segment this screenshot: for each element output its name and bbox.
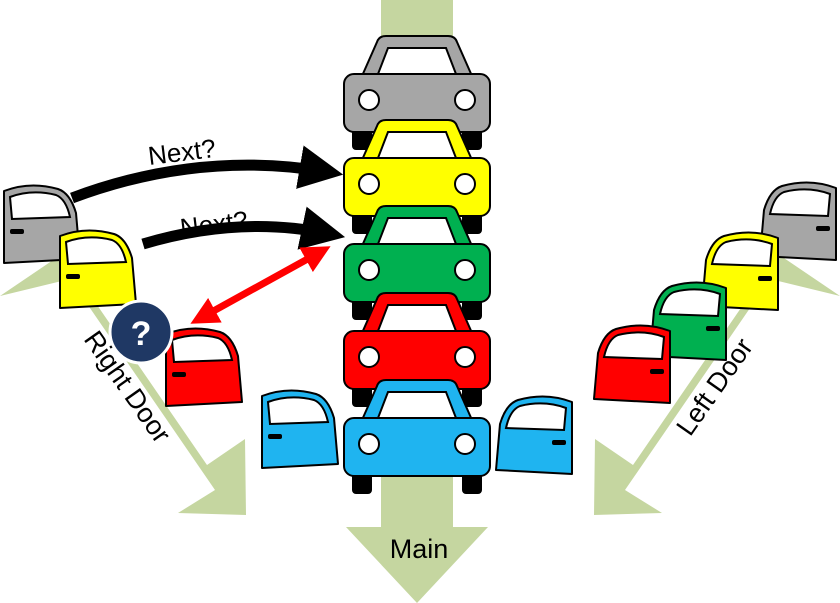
car-yellow bbox=[343, 119, 491, 234]
next-label-2: Next? bbox=[178, 205, 249, 243]
car-blue bbox=[343, 379, 491, 494]
car-gray bbox=[343, 35, 491, 150]
right-door-blue bbox=[261, 389, 339, 469]
right-door-red bbox=[165, 327, 243, 407]
main-car-stack bbox=[343, 35, 491, 494]
left-door-red bbox=[593, 324, 671, 404]
door-queues bbox=[3, 181, 837, 475]
question-badge: ? bbox=[108, 299, 174, 365]
next-arrow-2 bbox=[141, 206, 346, 250]
next-arrow-1 bbox=[70, 145, 344, 204]
car-red bbox=[343, 292, 491, 407]
right-door-lane-arrow bbox=[0, 254, 246, 515]
main-label: Main bbox=[390, 534, 449, 564]
right-door-yellow bbox=[59, 229, 137, 309]
left-door-blue bbox=[495, 395, 573, 475]
swap-arrow bbox=[190, 246, 331, 324]
question-mark: ? bbox=[131, 315, 152, 353]
car-green bbox=[343, 205, 491, 320]
left-door-lane-arrow bbox=[594, 254, 840, 515]
